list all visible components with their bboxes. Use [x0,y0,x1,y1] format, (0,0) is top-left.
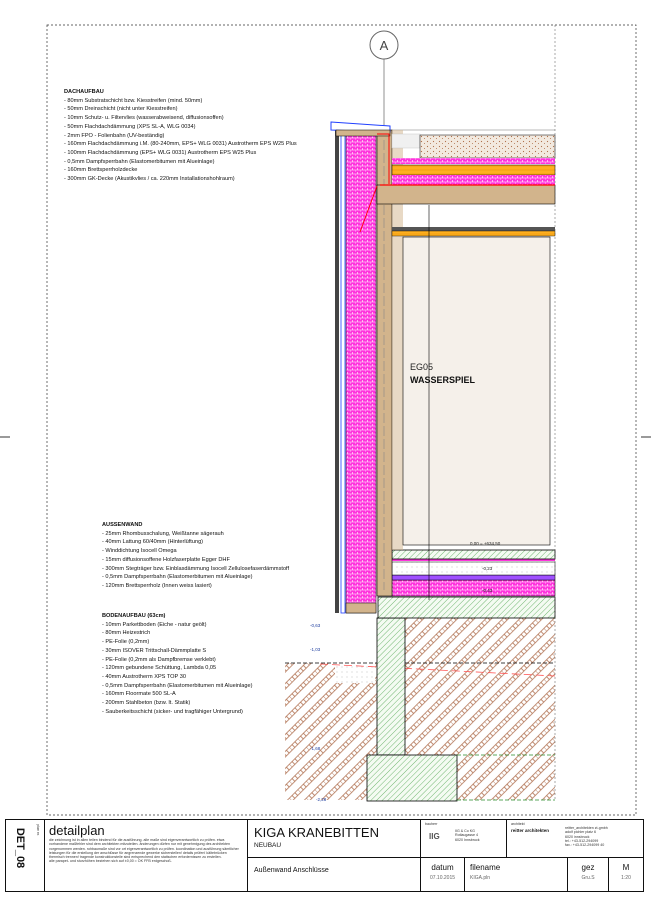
note-item: - 10mm Schutz- u. Filtervlies (wasserabw… [64,115,224,122]
note-item: - 0,5mm Dampfsperrbahn (Elastomerbitumen… [102,682,253,689]
filename-label: filename [470,863,501,872]
note-item: - 120mm gebundene Schüttung, Lambda 0,05 [102,665,217,672]
level-b: -1,03 [310,647,321,652]
floor-buildup-notes: BODENAUFBAU (63cm) - 10mm Parkettboden (… [102,612,252,716]
section-marker-circle [369,30,399,60]
level-floor-2: -0,43 [482,588,493,593]
note-item: - 25mm Rhombusschalung, Weißtanne sägera… [102,530,224,537]
note-item: reitter_architekten zt-gmbh [565,826,608,830]
plan-subject: Außenwand Anschlüsse [254,867,329,874]
note-item: - 0,5mm Dampfsperrbahn (Elastomerbitumen… [102,574,253,581]
note-item: - 0,5mm Dampfsperrbahn (Elastomerbitumen… [64,158,215,165]
date-label: datum [431,863,454,872]
project-subtitle: NEUBAU [254,842,282,849]
plan-number-label: plan nr. [36,824,41,837]
note-item: IIG & Co KG [455,829,475,833]
wall-buildup-notes: AUSSENWAND - 25mm Rhombusschalung, Weißt… [102,521,289,591]
client-logo: IIG [429,832,440,841]
note-item: - 160mm Brettsperrholzdecke [64,167,138,174]
disclaimer-levels: alle parapet- und sturzhöhen beziehen si… [49,859,172,864]
level-d: -2,28 [316,797,327,802]
floor-slab [377,596,556,619]
note-item: - 200mm Stahlbeton (bzw. lt. Statik) [102,700,191,707]
soil-hatch [285,663,377,800]
room-area [402,236,551,546]
note-item: - PE-Folie (0,2mm als Dampfbremse verkle… [102,656,216,663]
note-item: - 2mm FPO - Folienbahn (UV-beständig) [64,132,165,139]
note-item: - 80mm Heizestrich [102,630,151,637]
drawn-by-value: Gru.S [581,875,595,881]
note-item: - 100mm Flachdachdämmung (EPS+ WLG 0031)… [64,149,257,156]
room-name: WASSERSPIEL [410,375,476,385]
roof-gravel [419,134,556,159]
roof-buildup-notes: DACHAUFBAU - 80mm Substratschicht bzw. K… [64,88,297,184]
architect-label: architekt [511,822,525,826]
plan-number: DET_08 [14,827,27,869]
note-item: - 50mm Flachdachdämmung (XPS SL-A, WLG 0… [64,123,196,130]
scale-label: M [622,863,630,872]
level-floor-1: -0,23 [482,566,493,571]
section-marker-label: A [380,38,389,53]
note-item: - 160mm Floormate 500 SL-A [102,691,176,698]
note-item: - 300mm GK-Decke (Akustikvlies / ca. 220… [64,176,235,183]
wall-insulation [345,134,377,614]
note-item: - 30mm ISOVER Trittschall-Dämmplatte S [102,647,207,654]
roof-clt [376,184,556,205]
note-item: - 80mm Substratschicht bzw. Kiesstreifen… [64,97,203,104]
foundation-wall [376,617,406,756]
note-item: fax.: +43-512-294099 40 [565,843,605,848]
disclaimer: die zeichnung ist in allen teilen binden… [49,838,239,860]
note-item: - Winddichtung Isocell Omega [102,548,177,555]
note-item: - Sauberkeitsschicht (sicker- und tragfä… [102,708,243,715]
note-item: - 300mm Stegträger bzw. Einblasdämmung I… [102,565,290,572]
client-label: bauherr [425,822,438,826]
scale-value: 1:20 [621,875,631,881]
level-zero: 0,00 = +634,50 [470,541,501,546]
level-a: -0,63 [310,623,321,628]
drawn-by-label: gez [581,863,595,872]
room-number: EG05 [410,362,433,372]
wall-buildup-title: AUSSENWAND [102,522,143,528]
note-item: - 40mm Lattung 60/40mm (Hinterlüftung) [102,539,204,546]
note-item: - 160mm Flachdachdämmung i.M. (80-240mm,… [64,141,297,148]
roof-buildup-title: DACHAUFBAU [64,89,104,95]
note-item: adolf pichler platz 6 [565,830,596,835]
title-block: DET_08 plan nr. detailplan die zeichnung… [5,819,644,892]
note-item: - 120mm Brettsperrholz (Innen weiss lasi… [102,582,212,589]
level-c: -1,68 [310,746,321,751]
note-item: tel.: +43-512-294099 [565,838,599,843]
note-item: - 40mm Austrotherm XPS TOP 30 [102,673,186,680]
date-value: 07.10.2015 [429,875,456,881]
wall-cladding [335,128,339,613]
note-item: - 10mm Parkettboden (Eiche - natur geölt… [102,621,207,628]
foundation-footing [366,754,458,802]
project-title: KIGA KRANEBITTEN [254,825,379,840]
note-item: 6020 Innsbruck [455,837,480,842]
sheet-border [46,24,637,816]
floor-buildup-title: BODENAUFBAU (63cm) [102,613,166,619]
architect-logo: reitter architekten [511,828,550,833]
note-item: 6020 innsbruck [565,834,590,839]
note-item: - PE-Folie (0,2mm) [102,639,150,646]
filename-value: KIGA.pln [470,875,491,881]
note-item: - 50mm Dreinschicht (nicht unter Kiesstr… [64,106,178,113]
note-item: Rotlaugasse 4 [455,833,478,838]
plan-type: detailplan [49,823,105,838]
note-item: - 15mm diffusionsoffene Holzfaserplatte … [102,556,230,563]
